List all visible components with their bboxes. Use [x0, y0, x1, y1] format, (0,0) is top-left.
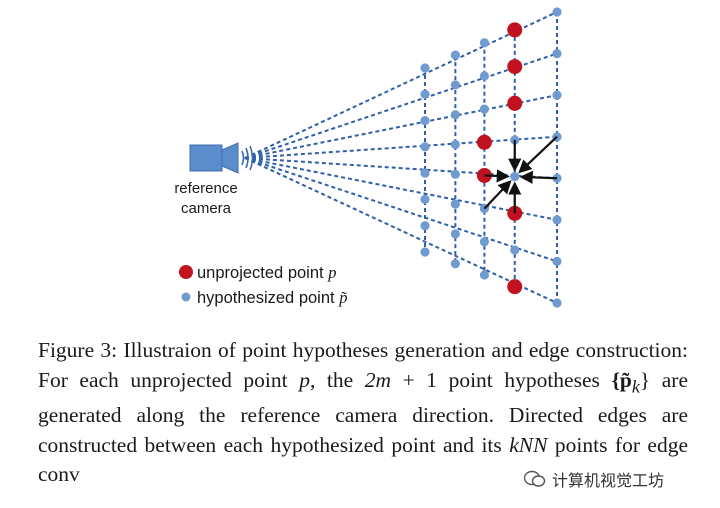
- figure-illustration: reference camera unprojected point p hyp…: [174, 7, 562, 308]
- frustum-ray: [244, 157, 558, 263]
- frustum-ray: [244, 11, 558, 159]
- unprojected-point: [507, 59, 523, 75]
- hypothesized-point: [552, 298, 562, 308]
- frustum-lines: [244, 11, 558, 304]
- hypothesized-point: [552, 90, 562, 100]
- hypothesized-point: [552, 215, 562, 225]
- hypothesized-point: [420, 89, 430, 99]
- grid-lines: [424, 12, 558, 303]
- unprojected-point: [507, 22, 523, 38]
- hypothesized-point: [479, 237, 489, 247]
- hypothesized-point: [450, 110, 460, 120]
- watermark-text: 计算机视觉工坊: [552, 471, 665, 490]
- knn-arrow: [518, 135, 558, 174]
- figure-caption: Figure 3: Illustraion of point hypothese…: [38, 338, 689, 487]
- wechat-icon: [524, 470, 546, 487]
- camera-label-line2: camera: [181, 200, 232, 217]
- legend-hypothesized-marker: [181, 292, 191, 302]
- hypothesized-point: [420, 63, 430, 73]
- legend-unprojected-label: unprojected point p: [197, 263, 336, 282]
- hypothesized-point: [552, 48, 562, 59]
- frustum-ray: [244, 52, 558, 159]
- unprojected-point: [476, 134, 492, 150]
- legend-unprojected-marker: [179, 265, 193, 279]
- hypothesized-point: [552, 256, 562, 267]
- hypothesized-point: [420, 115, 430, 126]
- hypothesized-point: [479, 71, 489, 81]
- hypothesized-point: [479, 104, 489, 114]
- hypothesized-point: [420, 142, 430, 152]
- knn-edge-arrows: [483, 135, 558, 214]
- knn-arrow: [519, 170, 558, 184]
- hypothesized-point: [450, 50, 460, 60]
- unprojected-point: [507, 279, 523, 295]
- hypothesized-point: [450, 259, 460, 269]
- hypothesized-point: [479, 38, 489, 48]
- hypothesized-point: [450, 229, 460, 239]
- hypothesized-point: [420, 194, 430, 205]
- knn-arrow: [483, 180, 512, 210]
- hypothesized-point: [450, 139, 460, 150]
- hypothesized-point: [552, 7, 562, 17]
- hypothesized-point: [420, 168, 430, 178]
- watermark: 计算机视觉工坊: [520, 466, 669, 492]
- legend: unprojected point p hypothesized point p…: [179, 263, 347, 307]
- hypothesized-point: [479, 270, 489, 280]
- hypothesized-point: [510, 245, 520, 255]
- knn-arrow: [484, 169, 510, 183]
- unprojected-points: [476, 22, 523, 295]
- hypothesized-point: [450, 169, 460, 179]
- hypothesized-point: [450, 80, 460, 90]
- legend-hypothesized-label: hypothesized point p̃: [197, 288, 347, 307]
- frustum-ray: [244, 157, 558, 180]
- camera-label-line1: reference: [174, 180, 237, 197]
- hypothesized-point: [420, 221, 430, 231]
- hypothesized-point: [420, 247, 430, 257]
- frustum-ray: [244, 135, 558, 159]
- hypothesized-points: [420, 7, 562, 308]
- hypothesized-point: [510, 135, 520, 145]
- unprojected-point: [507, 95, 523, 111]
- frustum-ray: [244, 157, 558, 304]
- hypothesized-point: [510, 172, 520, 182]
- camera-icon: [189, 142, 254, 174]
- hypothesized-point: [450, 199, 460, 209]
